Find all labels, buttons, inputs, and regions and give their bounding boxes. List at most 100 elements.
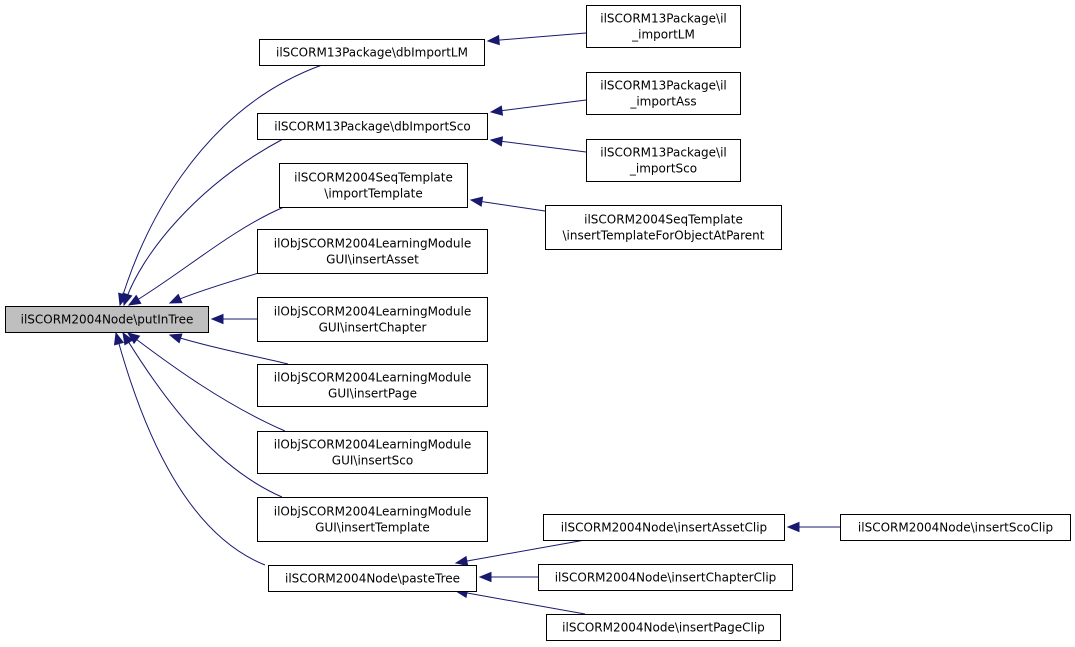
node-box (257, 364, 488, 407)
node-label: ilObjSCORM2004LearningModule (274, 371, 471, 385)
node-label: \importTemplate (324, 187, 422, 201)
node-label: ilSCORM2004SeqTemplate (294, 171, 453, 185)
node-label: ilObjSCORM2004LearningModule (274, 438, 471, 452)
node-label: ilObjSCORM2004LearningModule (274, 505, 471, 519)
node-box (257, 113, 488, 140)
node-label: ilSCORM13Package\dbImportSco (274, 120, 470, 134)
edge-line (169, 271, 263, 304)
node-box (279, 163, 468, 208)
edge-dbImportSco-to-putInTree (122, 138, 284, 307)
edge-importTemplate-to-putInTree (127, 206, 285, 306)
edge-line (490, 99, 587, 113)
node-box (543, 514, 785, 541)
node-label: _importAss (629, 95, 696, 109)
edge-line (487, 32, 587, 42)
arrowhead-icon (454, 555, 469, 567)
edge-il_importAss-to-dbImportSco (489, 99, 587, 116)
arrowhead-icon (489, 105, 504, 116)
arrowhead-icon (122, 331, 134, 346)
node-insertAsset[interactable]: ilObjSCORM2004LearningModuleGUI\insertAs… (257, 229, 488, 274)
node-label: ilSCORM2004Node\insertChapterClip (555, 571, 777, 585)
node-insertPage[interactable]: ilObjSCORM2004LearningModuleGUI\insertPa… (257, 364, 488, 407)
edge-il_importLM-to-dbImportLM (486, 32, 587, 46)
edge-line (127, 332, 286, 432)
node-dbImportSco[interactable]: ilSCORM13Package\dbImportSco (257, 113, 488, 140)
node-il_importAss[interactable]: ilSCORM13Package\il_importAss (586, 72, 741, 115)
edge-insertAsset-to-putInTree (168, 271, 263, 304)
edge-line (123, 138, 284, 306)
edge-line (122, 332, 283, 498)
edge-insertChapterClip-to-pasteTree (478, 571, 538, 583)
edges-layer (113, 32, 840, 615)
arrowhead-icon (168, 333, 183, 344)
node-insertScoClip[interactable]: ilSCORM2004Node\insertScoClip (840, 514, 1071, 541)
edge-line (455, 590, 586, 615)
arrowhead-icon (210, 313, 224, 325)
node-pasteTree[interactable]: ilSCORM2004Node\pasteTree (268, 565, 477, 592)
edge-line (169, 334, 289, 365)
node-box (586, 5, 741, 48)
node-label: GUI\insertSco (332, 454, 413, 468)
arrowhead-icon (469, 196, 484, 207)
arrowhead-icon (478, 571, 492, 583)
node-importTemplate[interactable]: ilSCORM2004SeqTemplate \importTemplate (279, 163, 468, 208)
edge-insertScoClip-to-insertAssetClip (786, 521, 840, 533)
arrowhead-icon (786, 521, 800, 533)
node-box (546, 614, 781, 641)
arrowhead-icon (168, 293, 183, 304)
edge-insertPage-to-putInTree (168, 333, 289, 365)
node-label: GUI\insertTemplate (315, 521, 430, 535)
node-label: ilSCORM2004Node\insertAssetClip (561, 521, 767, 535)
edge-insertChapter-to-putInTree (210, 313, 257, 325)
node-insertChapterClip[interactable]: ilSCORM2004Node\insertChapterClip (538, 564, 793, 591)
edge-line (119, 64, 323, 306)
node-box (257, 497, 488, 542)
arrowhead-icon (486, 34, 500, 46)
node-box (257, 297, 488, 342)
node-insertTemplateForObjectAtParent[interactable]: ilSCORM2004SeqTemplate \insertTemplateFor… (545, 205, 782, 250)
node-label: _importSco (629, 162, 697, 176)
node-box (840, 514, 1071, 541)
node-box (268, 565, 477, 592)
node-il_importSco[interactable]: ilSCORM13Package\il _importSco (586, 139, 741, 182)
node-box (5, 306, 209, 333)
node-insertPageClip[interactable]: ilSCORM2004Node\insertPageClip (546, 614, 781, 641)
node-box (257, 229, 488, 274)
edge-line (128, 206, 285, 306)
node-label: ilSCORM13Package\dbImportLM (276, 46, 468, 60)
node-label: ilSCORM2004Node\insertScoClip (858, 521, 1053, 535)
node-dbImportLM[interactable]: ilSCORM13Package\dbImportLM (259, 39, 485, 66)
edge-insertAssetClip-to-pasteTree (454, 539, 586, 567)
node-box (545, 205, 782, 250)
edge-insertSco-to-putInTree (126, 332, 286, 432)
node-il_importLM[interactable]: ilSCORM13Package\il _importLM (586, 5, 741, 48)
node-label: GUI\insertChapter (319, 321, 427, 335)
node-insertTemplate[interactable]: ilObjSCORM2004LearningModuleGUI\insertTe… (257, 497, 488, 542)
arrowhead-icon (113, 331, 125, 346)
node-box (259, 39, 485, 66)
node-label: \insertTemplateForObjectAtParent (563, 229, 765, 243)
node-insertChapter[interactable]: ilObjSCORM2004LearningModuleGUI\insertCh… (257, 297, 488, 342)
arrowhead-icon (126, 332, 141, 345)
edge-line (115, 332, 266, 566)
node-label: ilSCORM2004Node\putInTree (21, 313, 194, 327)
edge-line (490, 139, 587, 153)
edge-insertPageClip-to-pasteTree (454, 587, 586, 615)
node-label: ilSCORM13Package\il (600, 12, 727, 26)
nodes-layer: ilSCORM2004Node\putInTree ilSCORM13Packag… (5, 5, 1071, 641)
node-putInTree[interactable]: ilSCORM2004Node\putInTree (5, 306, 209, 333)
node-label: ilObjSCORM2004LearningModule (274, 305, 471, 319)
node-box (257, 431, 488, 474)
node-insertAssetClip[interactable]: ilSCORM2004Node\insertAssetClip (543, 514, 785, 541)
node-label: ilSCORM13Package\il (600, 146, 727, 160)
node-label: ilSCORM2004Node\insertPageClip (562, 621, 765, 635)
node-label: ilObjSCORM2004LearningModule (274, 237, 471, 251)
edge-insertTemplateForObjectAtParent-to-importTemplate (469, 196, 546, 212)
node-label: ilSCORM2004SeqTemplate (584, 213, 743, 227)
node-label: ilSCORM2004Node\pasteTree (285, 572, 460, 586)
arrowhead-icon (489, 136, 504, 147)
node-label: _importLM (631, 28, 695, 42)
edge-pasteTree-to-putInTree (113, 331, 266, 566)
node-insertSco[interactable]: ilObjSCORM2004LearningModuleGUI\insertSc… (257, 431, 488, 474)
